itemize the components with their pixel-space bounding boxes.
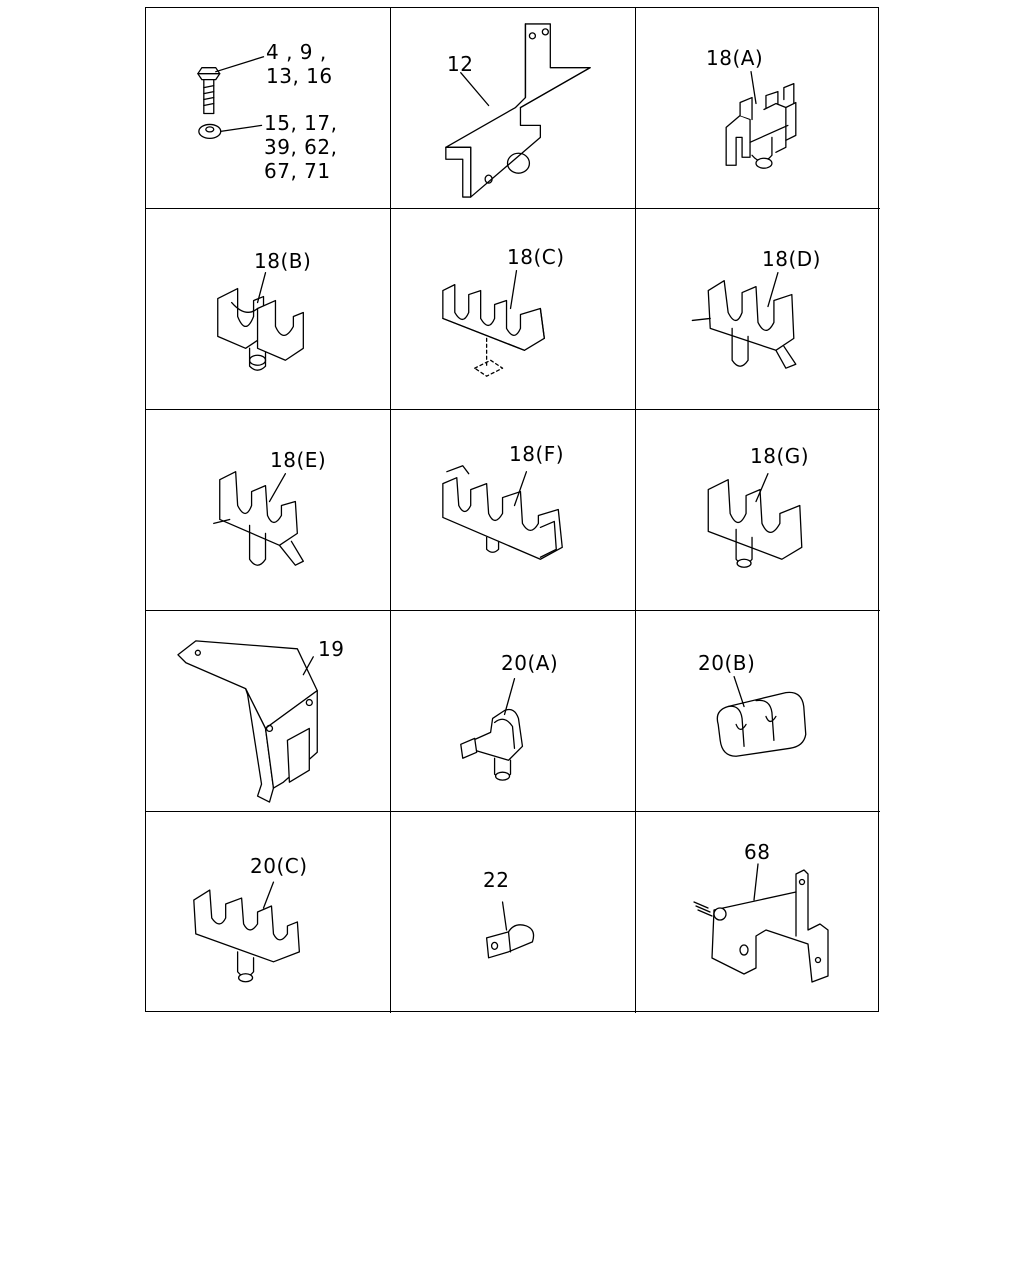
part-number-label: 19 — [318, 637, 345, 661]
cell-clip-18d: 18(D) — [636, 209, 880, 410]
cell-bracket-68: 68 — [636, 812, 880, 1013]
part-number-label: 20(A) — [501, 651, 559, 675]
clip-18a-drawing — [725, 71, 797, 169]
cell-clip-18b: 18(B) — [146, 209, 391, 410]
cell-clip-20c: 20(C) — [146, 812, 391, 1013]
part-number-label: 18(E) — [270, 448, 327, 472]
clamp-22-drawing — [485, 901, 535, 959]
cell-clip-18c: 18(C) — [391, 209, 636, 410]
cell-clamp-22: 22 — [391, 812, 636, 1013]
part-number-label: 22 — [483, 868, 510, 892]
part-number-label: 68 — [744, 840, 771, 864]
part-number-label: 18(F) — [509, 442, 565, 466]
bracket-19-drawing — [177, 640, 318, 803]
cell-clip-18a: 18(A) — [636, 8, 880, 209]
cell-clip-20b: 20(B) — [636, 611, 880, 812]
clip-20b-drawing — [716, 676, 807, 757]
cell-fasteners: 4 , 9 , 13, 16 15, 17, 39, 62, 67, 71 — [146, 8, 391, 209]
clip-18d-drawing — [691, 272, 797, 369]
cell-clip-20a: 20(A) — [391, 611, 636, 812]
part-number-label: 12 — [447, 52, 474, 76]
parts-grid: 4 , 9 , 13, 16 15, 17, 39, 62, 67, 71 12 — [145, 7, 880, 1013]
bracket-12-drawing — [445, 23, 591, 198]
clip-18e-drawing — [213, 471, 304, 566]
part-number-label: 18(C) — [507, 245, 565, 269]
part-number-label: 18(A) — [706, 46, 764, 70]
cell-clip-18e: 18(E) — [146, 410, 391, 611]
bracket-68-drawing — [693, 863, 829, 983]
clip-20a-drawing — [460, 678, 524, 781]
cell-clip-18f: 18(F) — [391, 410, 636, 611]
cell-bracket-12: 12 — [391, 8, 636, 209]
part-number-label: 4 , 9 , 13, 16 — [266, 40, 333, 88]
clip-18g-drawing — [707, 473, 803, 568]
cell-bracket-19: 19 — [146, 611, 391, 812]
part-number-label: 15, 17, 39, 62, 67, 71 — [264, 111, 338, 183]
part-number-label: 18(D) — [762, 247, 821, 271]
part-number-label: 20(C) — [250, 854, 308, 878]
clip-18b-drawing — [217, 272, 304, 371]
part-number-label: 18(B) — [254, 249, 312, 273]
bolt-and-nut-drawing — [197, 56, 265, 139]
clip-20c-drawing — [193, 881, 301, 983]
cell-clip-18g: 18(G) — [636, 410, 880, 611]
clip-18c-drawing — [442, 270, 545, 377]
part-number-label: 20(B) — [698, 651, 756, 675]
clip-18f-drawing — [442, 465, 563, 560]
part-number-label: 18(G) — [750, 444, 810, 468]
